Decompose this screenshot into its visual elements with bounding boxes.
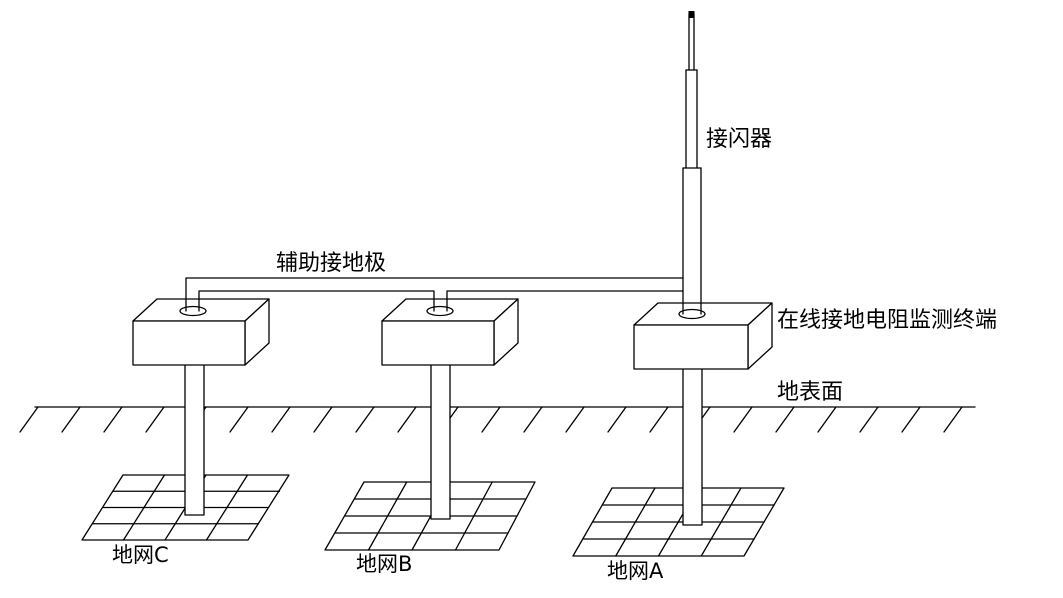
monitoring-terminal-c — [132, 298, 270, 366]
monitoring-terminal-a — [633, 302, 773, 370]
ground-hatching — [19, 406, 963, 433]
grid-b-label: 地网B — [356, 552, 412, 576]
ground-grid-b — [324, 481, 536, 551]
auxiliary-electrode-label: 辅助接地极 — [276, 251, 386, 276]
ground-rod-a — [682, 367, 703, 526]
auxiliary-electrode-conductor — [185, 277, 684, 312]
ground-rod-c — [184, 363, 205, 516]
air-terminal-rod — [682, 11, 702, 315]
air-terminal-label: 接闪器 — [706, 127, 772, 152]
ground-grid-a — [572, 487, 785, 557]
grid-c-label: 地网C — [112, 543, 169, 567]
monitoring-terminal-b — [381, 298, 519, 366]
monitoring-terminal-label: 在线接地电阻监测终端 — [777, 308, 997, 333]
ground-surface — [19, 406, 976, 433]
ground-surface-label: 地表面 — [777, 380, 843, 405]
ground-rod-b — [430, 363, 451, 520]
grid-a-label: 地网A — [607, 559, 664, 583]
